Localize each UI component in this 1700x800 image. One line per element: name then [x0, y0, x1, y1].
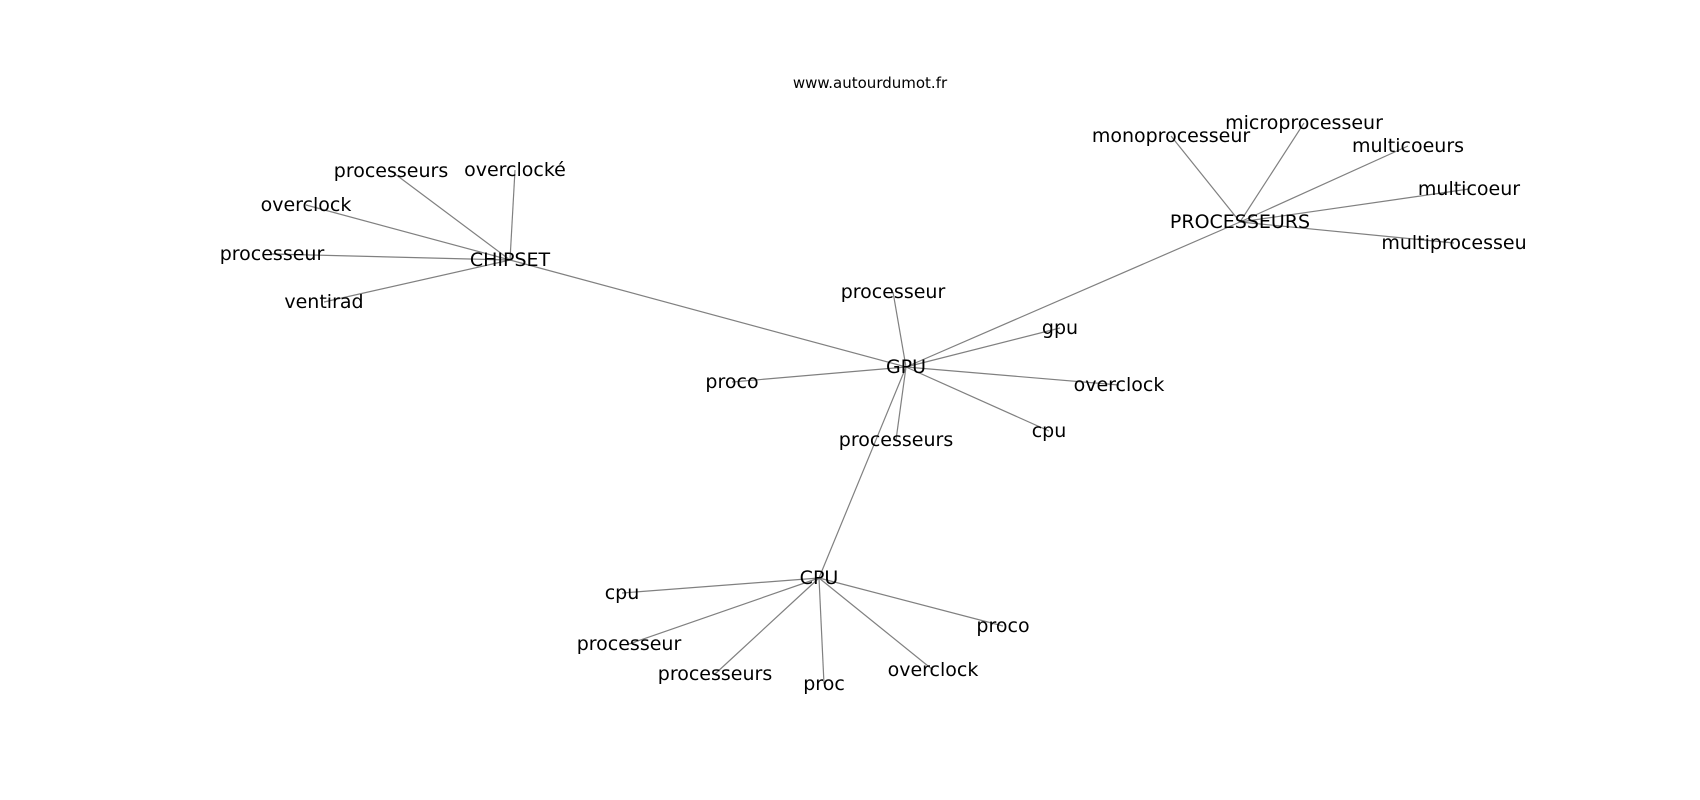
- edge-cpu_hub-u_processeur: [628, 577, 820, 645]
- node-p-multicoeur: multicoeur: [1418, 178, 1520, 200]
- node-g-overclock: overclock: [1074, 374, 1165, 396]
- edge-cpu_hub-u_overclock: [818, 577, 934, 671]
- node-u-proc: proc: [803, 673, 845, 695]
- node-c-processeur: processeur: [220, 243, 325, 265]
- edge-cpu_hub-u_proc: [818, 577, 825, 685]
- node-g-processeur: processeur: [841, 281, 946, 303]
- node-c-processeurs: processeurs: [334, 160, 448, 182]
- node-g-cpu: cpu: [1032, 420, 1067, 442]
- edge-processeurs_hub-p_monoprocesseur: [1170, 135, 1241, 223]
- node-u-processeurs: processeurs: [658, 663, 772, 685]
- edge-processeurs_hub-p_multicoeurs: [1239, 145, 1409, 223]
- edge-chipset-c_overclock: [305, 204, 511, 261]
- edge-gpu-chipset: [509, 259, 907, 368]
- edge-gpu-cpu_hub: [818, 366, 907, 579]
- edge-gpu-g_overclock: [905, 366, 1120, 386]
- node-p-monoprocesseur: monoprocesseur: [1092, 125, 1251, 147]
- edge-processeurs_hub-p_multiprocesseu: [1239, 221, 1455, 244]
- node-c-overclocke: overclocké: [464, 159, 566, 181]
- node-processeurs-hub: PROCESSEURS: [1170, 211, 1310, 233]
- edge-gpu-g_gpu: [905, 327, 1061, 368]
- node-p-microprocesseur: microprocesseur: [1225, 112, 1383, 134]
- edge-chipset-c_overclocke: [509, 169, 516, 261]
- node-u-proco: proco: [976, 615, 1029, 637]
- edge-chipset-c_processeurs: [390, 170, 511, 261]
- edge-cpu_hub-u_proco: [818, 577, 1004, 627]
- node-c-ventirad: ventirad: [284, 291, 363, 313]
- edge-gpu-processeurs_hub: [905, 221, 1241, 368]
- source-label: www.autourdumot.fr: [793, 74, 948, 92]
- node-u-cpu: cpu: [605, 582, 640, 604]
- edge-processeurs_hub-p_multicoeur: [1239, 188, 1470, 223]
- node-chipset: CHIPSET: [470, 249, 551, 271]
- edge-chipset-c_ventirad: [323, 259, 511, 303]
- node-u-overclock: overclock: [888, 659, 979, 681]
- edges-layer: [271, 122, 1470, 685]
- node-g-gpu: gpu: [1042, 317, 1078, 339]
- node-p-multiprocesseu: multiprocesseu: [1381, 232, 1526, 254]
- node-g-processeurs: processeurs: [839, 429, 953, 451]
- edge-gpu-g_proco: [731, 366, 907, 383]
- edge-cpu_hub-u_processeurs: [714, 577, 820, 675]
- node-gpu: GPU: [886, 356, 926, 378]
- edge-gpu-g_processeur: [892, 291, 907, 368]
- edge-chipset-c_processeur: [271, 253, 511, 261]
- edge-gpu-g_cpu: [905, 366, 1050, 432]
- node-c-overclock: overclock: [261, 194, 352, 216]
- edge-processeurs_hub-p_microprocesseur: [1239, 122, 1305, 223]
- node-p-multicoeurs: multicoeurs: [1352, 135, 1464, 157]
- edge-gpu-g_processeurs: [895, 366, 907, 441]
- node-u-processeur: processeur: [577, 633, 682, 655]
- node-g-proco: proco: [705, 371, 758, 393]
- nodes-layer: GPU CHIPSET PROCESSEURS CPU processeurs overc…: [220, 112, 1527, 695]
- edge-cpu_hub-u_cpu: [621, 577, 820, 594]
- node-cpu-hub: CPU: [800, 567, 839, 589]
